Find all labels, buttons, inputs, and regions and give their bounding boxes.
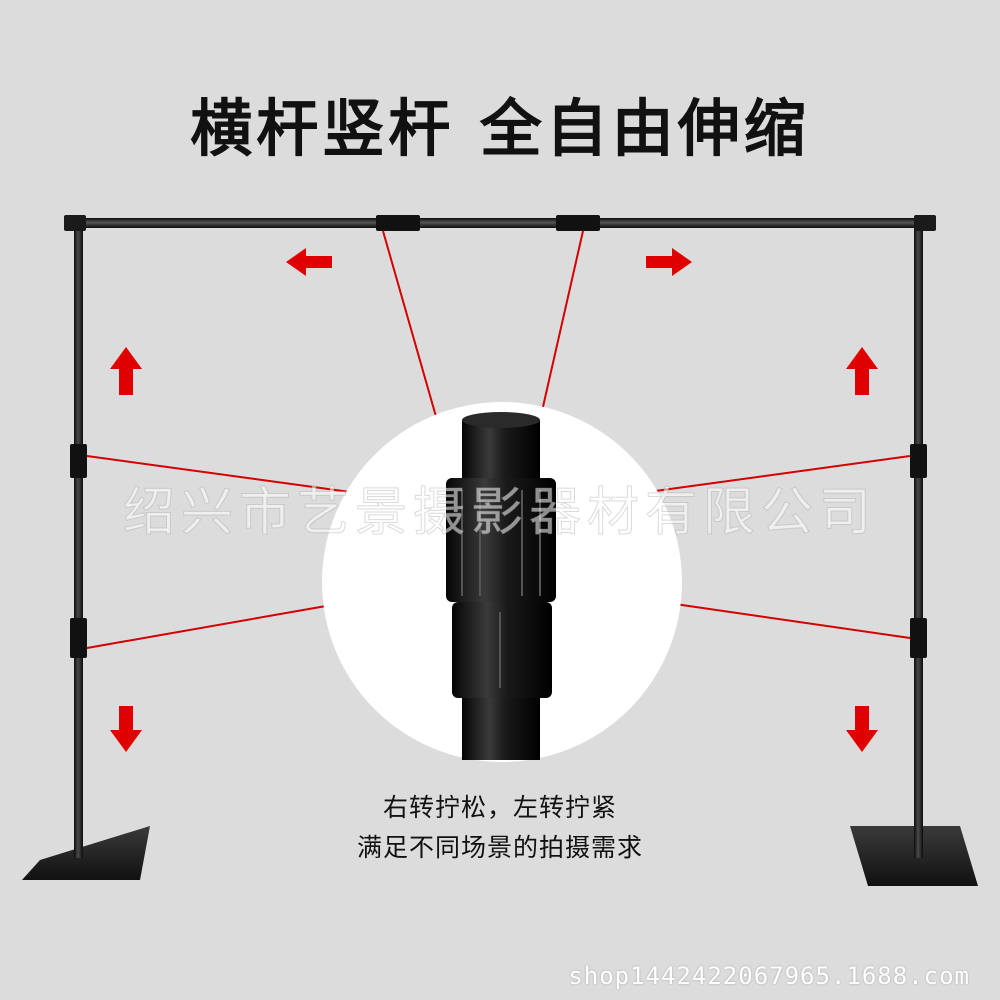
right-pole-joint-upper — [910, 444, 927, 478]
crossbar-end-left — [64, 215, 86, 231]
arrow-up-icon — [846, 347, 878, 395]
callout-lines — [86, 230, 911, 649]
crossbar-joint-right — [556, 215, 600, 231]
right-vertical-pole — [914, 226, 923, 858]
left-base-plate — [22, 826, 150, 880]
headline: 横杆竖杆 全自由伸缩 — [190, 92, 810, 165]
right-pole-joint-lower — [910, 618, 927, 658]
watermark-text: 绍兴市艺景摄影器材有限公司 — [122, 483, 877, 544]
crossbar-joint-left — [376, 215, 420, 231]
caption-line-1: 右转拧松，左转拧紧 — [382, 793, 617, 822]
crossbar-end-right — [914, 215, 936, 231]
arrow-up-icon — [110, 347, 142, 395]
left-pole-joint-lower — [70, 618, 87, 658]
left-pole-joint-upper — [70, 444, 87, 478]
arrow-left-icon — [286, 248, 332, 276]
arrow-right-icon — [646, 248, 692, 276]
zoomed-pole-clamp — [446, 412, 556, 760]
top-crossbar — [64, 218, 936, 228]
left-vertical-pole — [74, 226, 83, 858]
caption-line-2: 满足不同场景的拍摄需求 — [356, 833, 643, 862]
arrow-down-icon — [110, 706, 142, 752]
arrow-down-icon — [846, 706, 878, 752]
shop-url: shop1442422067965.1688.com — [568, 962, 970, 990]
